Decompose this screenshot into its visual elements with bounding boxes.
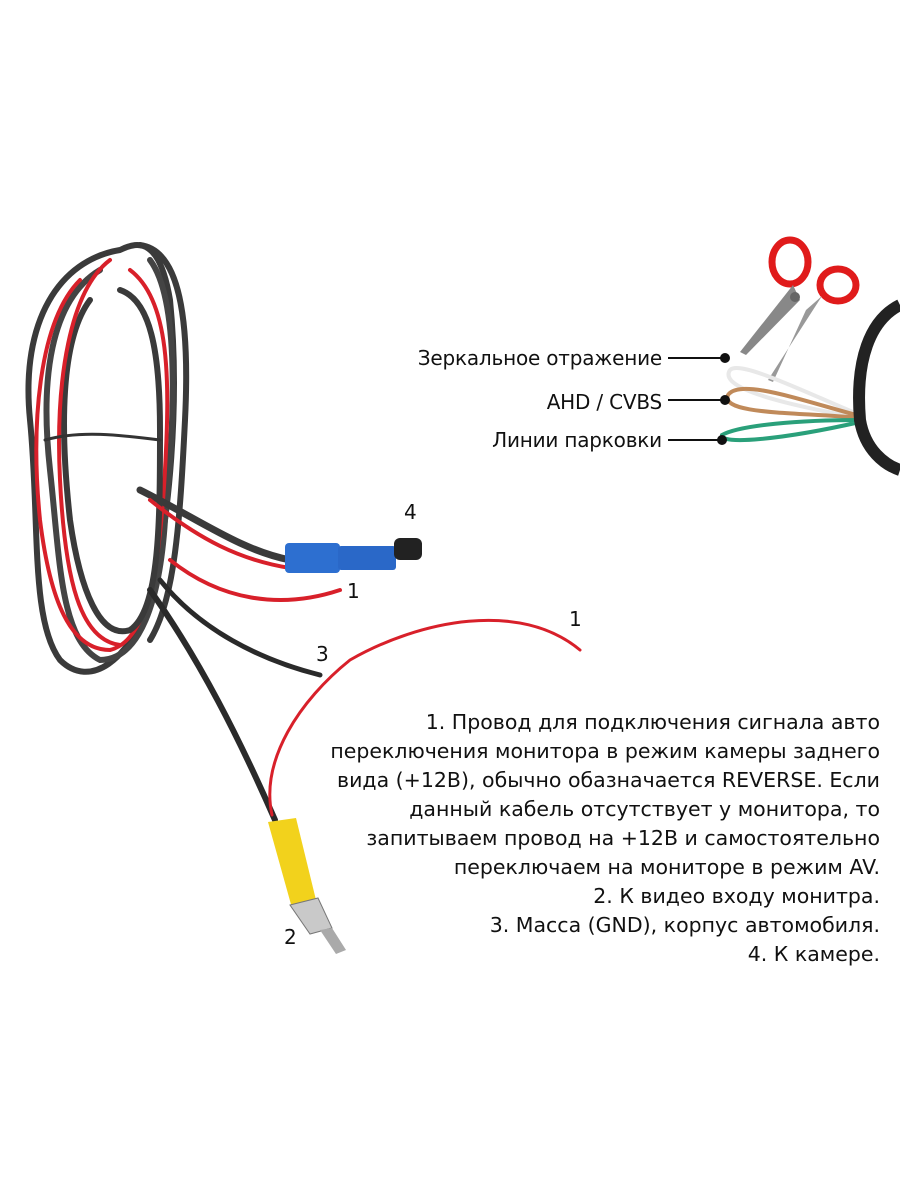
number-3: 3 bbox=[316, 642, 329, 666]
cut-wires bbox=[720, 299, 900, 476]
description-line: 2. К видео входу монитра. bbox=[593, 884, 880, 908]
description-line: данный кабель отсутствует у монитора, то bbox=[409, 797, 880, 821]
scissors-icon bbox=[740, 236, 860, 382]
leader-lines bbox=[668, 353, 730, 445]
description-line: вида (+12В), обычно обазначается REVERSE… bbox=[337, 768, 880, 792]
number-2: 2 bbox=[284, 925, 297, 949]
rca-plug-yellow bbox=[268, 818, 346, 954]
number-1-loose: 1 bbox=[569, 607, 582, 631]
description-line: запитываем провод на +12В и самостоятель… bbox=[366, 826, 880, 850]
description-line: 4. К камере. bbox=[747, 942, 880, 966]
wiring-description: 1. Провод для подключения сигнала авто п… bbox=[330, 708, 880, 969]
label-parking-lines-wire: Линии парковки bbox=[492, 428, 662, 452]
camera-connector-blue bbox=[285, 538, 422, 573]
coiled-cable bbox=[25, 242, 582, 823]
description-line: переключения монитора в режим камеры зад… bbox=[330, 739, 880, 763]
number-4: 4 bbox=[404, 500, 417, 524]
number-1-short: 1 bbox=[347, 579, 360, 603]
label-ahd-cvbs-wire: AHD / CVBS bbox=[546, 390, 662, 414]
description-line: 3. Масса (GND), корпус автомобиля. bbox=[489, 913, 880, 937]
description-line: переключаем на мониторе в режим AV. bbox=[453, 855, 880, 879]
label-mirror-wire: Зеркальное отражение bbox=[417, 346, 662, 370]
description-line: 1. Провод для подключения сигнала авто bbox=[425, 710, 880, 734]
